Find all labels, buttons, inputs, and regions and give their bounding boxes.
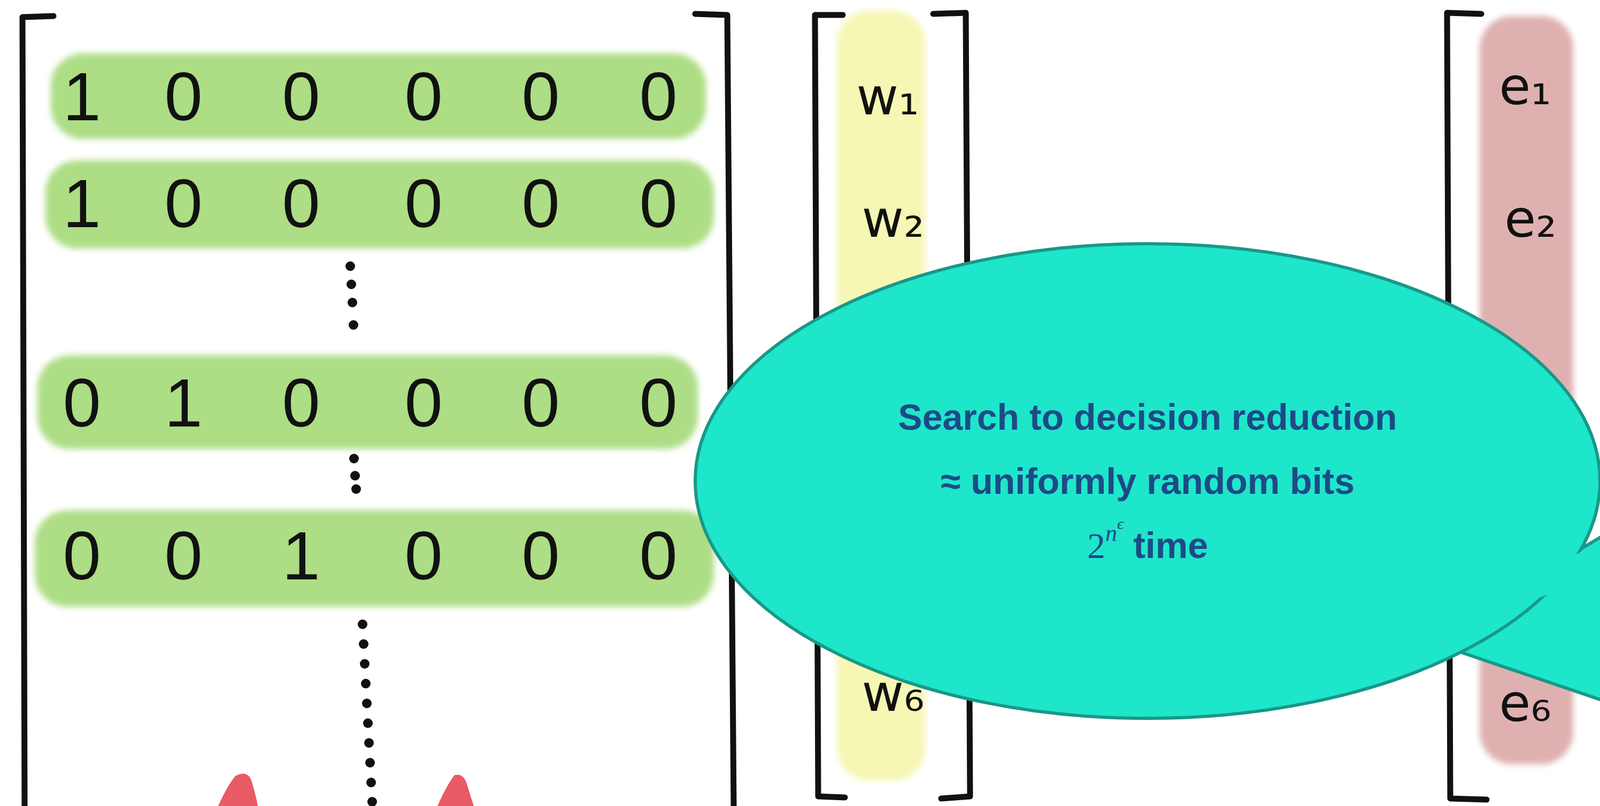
matrix-entry: 0 — [164, 521, 203, 591]
matrix-entry: 0 — [521, 62, 560, 132]
matrix-entry: 0 — [62, 368, 101, 438]
red-shape — [218, 774, 258, 806]
bubble-line: Search to decision reduction — [897, 398, 1397, 436]
matrix-entry: 0 — [404, 62, 443, 132]
matrix-entry: 0 — [639, 62, 678, 132]
matrix-entry: 0 — [404, 169, 443, 238]
matrix-entry: 0 — [521, 368, 560, 438]
matrix-entry: 0 — [639, 368, 678, 438]
bubble-line: ≈ uniformly random bits — [940, 463, 1355, 500]
bubble-text-part: n — [1105, 520, 1118, 547]
matrix-entry: 0 — [521, 521, 560, 591]
bubble-seam — [1431, 528, 1600, 636]
bubble-ellipse — [695, 243, 1600, 719]
matrix-entry: 0 — [281, 62, 320, 132]
matrix-entry: 0 — [164, 169, 203, 238]
ellipsis-dots — [345, 261, 378, 806]
vector-entry: w₂ — [862, 193, 925, 245]
row-highlights — [34, 53, 714, 607]
bubble-text-part: ϵ — [1117, 514, 1124, 533]
matrix-entry: 1 — [62, 169, 101, 238]
matrix-entry: 1 — [164, 368, 203, 438]
matrix-entry: 1 — [62, 62, 101, 132]
left-bracket — [22, 16, 54, 806]
bubble-line: 2nϵtime — [1087, 527, 1209, 565]
row-highlight — [45, 160, 714, 249]
matrix-entry: 1 — [281, 521, 320, 591]
vector-entry: e₆ — [1498, 678, 1552, 730]
vector-entry: e₁ — [1498, 60, 1552, 113]
matrix-entry: 0 — [164, 62, 203, 132]
matrix-entry: 0 — [639, 521, 678, 591]
matrix-entry: 0 — [62, 521, 101, 591]
bubble-text: Search to decision reduction ≈ uniformly … — [693, 241, 1600, 721]
matrix-entry: 0 — [639, 169, 678, 238]
row-highlight — [50, 53, 706, 140]
matrix-entry: 0 — [521, 169, 560, 238]
row-highlight — [34, 510, 714, 607]
bubble-text-part: Search to decision reduction — [897, 396, 1397, 438]
bubble-text-part: 2 — [1087, 525, 1106, 567]
bubble-text-part: time — [1133, 525, 1209, 566]
row-highlight — [37, 355, 698, 450]
bubble-text-part: ≈ uniformly random bits — [940, 460, 1355, 502]
matrix-entry: 0 — [404, 521, 443, 591]
matrix-entry: 0 — [281, 368, 320, 438]
matrix-entry: 0 — [404, 368, 443, 438]
vector-entry: w₁ — [856, 71, 920, 123]
vector-entry: e₂ — [1504, 193, 1557, 245]
red-shape — [437, 774, 474, 806]
matrix-entry: 0 — [281, 169, 320, 238]
speech-bubble: Search to decision reduction ≈ uniformly … — [693, 241, 1600, 721]
